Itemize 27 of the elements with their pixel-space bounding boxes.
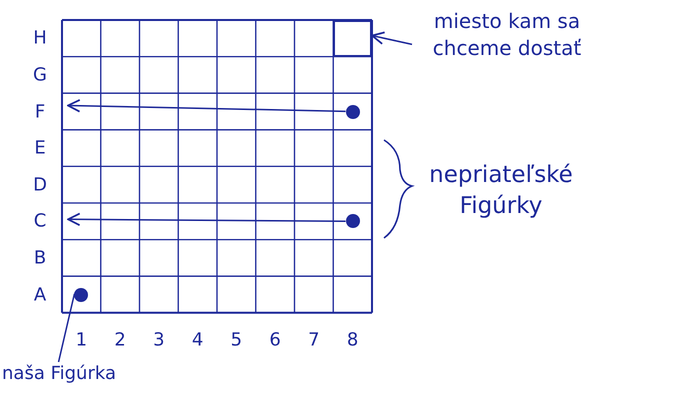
target-cell [333,20,372,57]
row-label: G [33,64,47,86]
row-label: B [34,247,46,268]
column-label: 4 [192,330,204,350]
leader-line [58,294,76,362]
row-label: A [34,284,46,305]
game-piece [346,104,360,118]
column-label: 1 [76,330,88,350]
annotation-text: miesto kam sa chceme dostať [432,8,582,62]
column-label: 2 [114,330,126,350]
arrow [371,32,412,46]
game-piece [346,214,360,228]
row-label: H [33,28,47,49]
game-piece [74,288,88,302]
row-label: D [33,174,47,196]
column-label: 6 [269,330,281,350]
row-label: F [34,101,46,122]
annotation-text: nepriateľské Figúrky [428,161,574,222]
arrow [67,212,346,226]
arrow [67,99,346,112]
column-label: 7 [308,330,320,350]
column-label: 3 [153,330,165,350]
row-label: E [34,138,46,159]
annotation-text: naša Figúrka [2,362,117,386]
column-label: 8 [346,330,358,350]
row-label: C [34,210,46,232]
column-label: 5 [230,330,242,350]
